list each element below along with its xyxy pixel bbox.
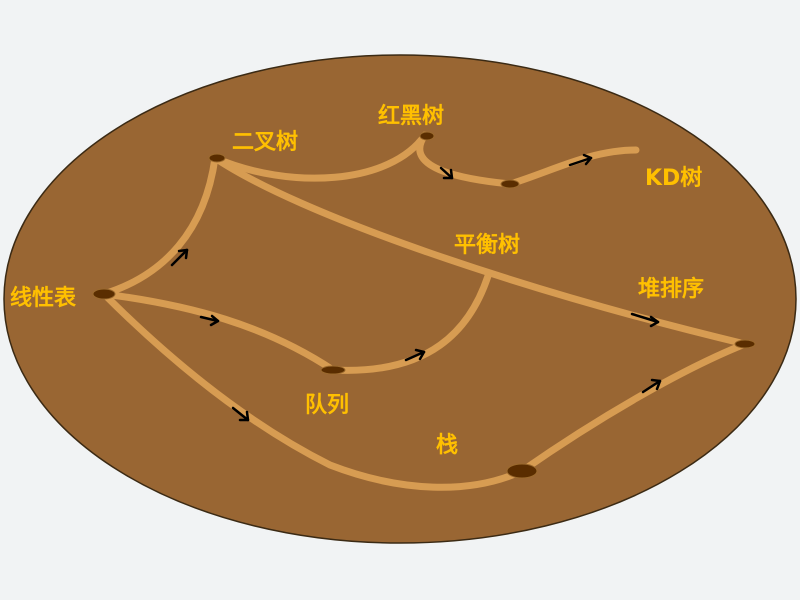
hole-queue	[320, 365, 346, 375]
label-red-black-tree: 红黑树	[378, 103, 444, 129]
hole-kd-mid	[500, 179, 520, 189]
path-linear-to-queue	[100, 290, 337, 374]
path-stack-to-heap-sort	[518, 340, 749, 475]
hole-red-black-tree	[419, 131, 435, 141]
arrow-icon	[439, 166, 454, 180]
hole-linear	[92, 288, 116, 300]
labels: 线性表 二叉树 红黑树 KD树 平衡树 堆排序 队列 栈	[10, 103, 704, 458]
label-heap-sort: 堆排序	[638, 276, 704, 302]
path-linear-to-binary-tree	[100, 154, 219, 298]
label-stack: 栈	[436, 433, 458, 458]
arrow-icon	[568, 153, 593, 167]
path-linear-to-stack	[100, 290, 526, 491]
arrow-icon	[630, 312, 660, 328]
label-balanced-tree: 平衡树	[454, 232, 520, 258]
path-binary-tree-to-red-black-tree	[211, 131, 429, 182]
arrow-icon	[231, 406, 250, 422]
holes	[92, 131, 756, 479]
label-binary-tree: 二叉树	[232, 129, 298, 155]
label-kd-tree: KD树	[645, 165, 702, 191]
arrow-icon	[170, 248, 189, 267]
hole-binary-tree	[208, 153, 226, 163]
arrows	[170, 153, 662, 422]
arrow-icon	[199, 314, 220, 327]
path-queue-to-balanced-tree	[329, 272, 492, 374]
arrow-icon	[641, 378, 662, 394]
arrow-icon	[404, 348, 426, 362]
label-linear: 线性表	[10, 285, 77, 311]
label-queue: 队列	[305, 393, 349, 418]
hole-stack	[506, 463, 538, 479]
hole-heap-sort	[734, 339, 756, 349]
